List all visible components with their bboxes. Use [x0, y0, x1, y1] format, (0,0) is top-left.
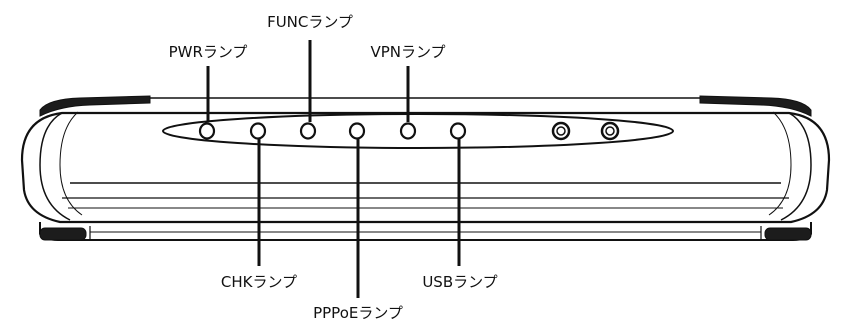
pppoe-label: PPPoEランプ [313, 304, 403, 322]
pwr-label: PWRランプ [169, 43, 248, 61]
pwr-led [198, 122, 216, 140]
callout-lines [206, 40, 461, 298]
chk-led [249, 122, 267, 140]
left-foot [39, 227, 87, 241]
left-side-curve [39, 112, 71, 221]
usb-label: USBランプ [422, 273, 497, 291]
button-group [551, 121, 620, 141]
chk-label: CHKランプ [221, 273, 297, 291]
func-label: FUNCランプ [267, 13, 353, 31]
vpn-label: VPNランプ [370, 43, 445, 61]
func-led [299, 122, 317, 140]
base [39, 222, 812, 241]
right-side-curve [780, 112, 812, 221]
led-panel [162, 113, 674, 149]
right-top-rim [699, 95, 812, 117]
pppoe-led [348, 122, 366, 140]
usb-led [449, 122, 467, 140]
led-group [198, 122, 467, 140]
router-body [20, 95, 831, 241]
body-outline [20, 111, 831, 224]
left-side-curve-2 [59, 111, 83, 216]
vpn-led [399, 122, 417, 140]
right-side-curve-2 [768, 111, 792, 216]
right-foot [764, 227, 812, 241]
left-top-rim [39, 95, 151, 117]
